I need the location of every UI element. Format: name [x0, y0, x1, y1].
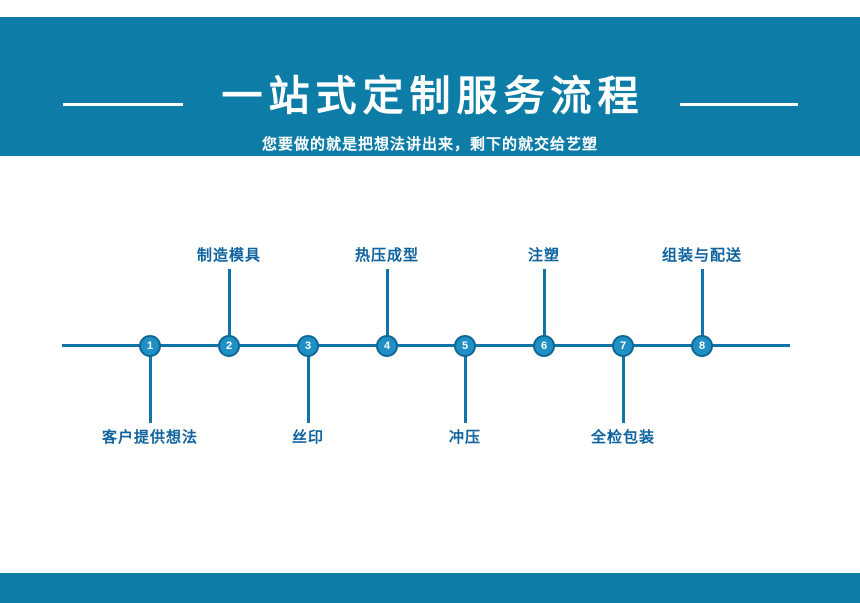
timeline-step-6-stem: [543, 269, 546, 337]
timeline-step-6-marker: 6: [533, 335, 555, 357]
process-timeline: 客户提供想法 1 制造模具 2 丝印 3 热压成型 4 冲压 5 注塑 6: [0, 170, 860, 570]
timeline-step-1-stem: [149, 355, 152, 423]
footer-band: [0, 573, 860, 603]
timeline-step-2-marker: 2: [218, 335, 240, 357]
timeline-step-6-label: 注塑: [527, 247, 560, 264]
timeline-step-1-marker: 1: [139, 335, 161, 357]
timeline-step-7-stem: [622, 355, 625, 423]
timeline-step-7-marker: 7: [612, 335, 634, 357]
timeline-step-8-label: 组装与配送: [661, 247, 742, 264]
timeline-axis: [62, 344, 790, 347]
header-rule-left: [63, 103, 183, 106]
timeline-step-7-label: 全检包装: [590, 429, 655, 446]
timeline-step-4-marker: 4: [376, 335, 398, 357]
timeline-step-4-label: 热压成型: [354, 247, 419, 264]
timeline-step-8-stem: [701, 269, 704, 337]
timeline-step-5-label: 冲压: [448, 429, 481, 446]
header-rule-right: [680, 103, 798, 106]
timeline-step-2-stem: [228, 269, 231, 337]
timeline-step-3-marker: 3: [297, 335, 319, 357]
timeline-step-3-stem: [307, 355, 310, 423]
header-band: 一站式定制服务流程 您要做的就是把想法讲出来，剩下的就交给艺塑: [0, 17, 860, 156]
timeline-step-5-marker: 5: [454, 335, 476, 357]
page-title: 一站式定制服务流程: [221, 73, 645, 119]
timeline-step-1-label: 客户提供想法: [101, 429, 198, 446]
timeline-step-8-marker: 8: [691, 335, 713, 357]
timeline-step-4-stem: [386, 269, 389, 337]
timeline-step-2-label: 制造模具: [196, 247, 261, 264]
page-subtitle: 您要做的就是把想法讲出来，剩下的就交给艺塑: [261, 136, 598, 153]
timeline-step-5-stem: [464, 355, 467, 423]
timeline-step-3-label: 丝印: [291, 429, 324, 446]
